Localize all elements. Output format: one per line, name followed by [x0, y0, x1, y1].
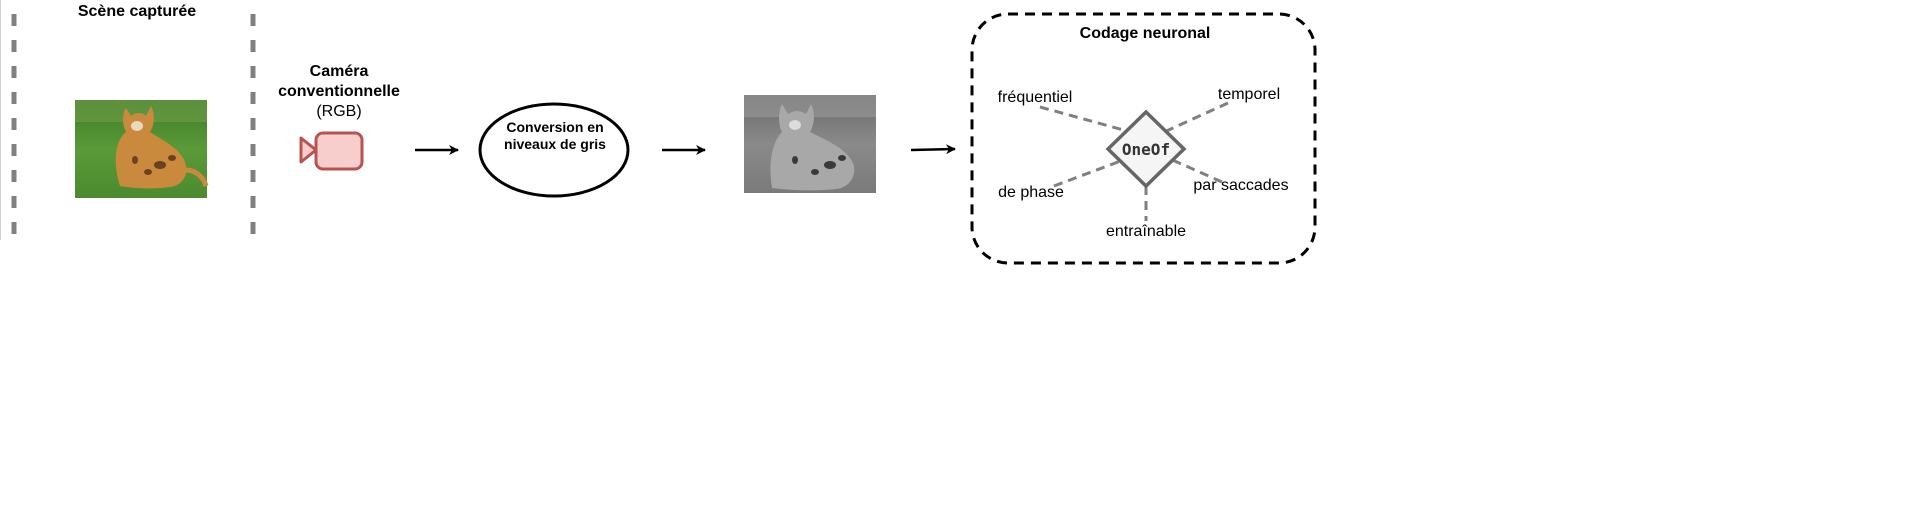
arrow-gray-image-to-coding: [910, 144, 956, 155]
connector-temporal: [1161, 101, 1229, 135]
option-trainable: entraînable: [1106, 223, 1186, 240]
oneof-diamond: [1105, 109, 1187, 189]
coding-dashed-border: [970, 12, 1317, 265]
grayscale-conversion-node: Conversion en niveaux de gris: [478, 102, 630, 198]
conversion-label-line2: niveaux de gris: [504, 136, 606, 152]
connector-burst: [1167, 156, 1223, 184]
scene-title: Scène capturée: [78, 3, 196, 20]
oneof-label: OneOf: [1122, 140, 1170, 159]
connector-phase: [1053, 157, 1127, 188]
camera-group: Caméra conventionnelle (RGB): [278, 63, 400, 171]
option-frequential: fréquentiel: [998, 89, 1073, 106]
connector-frequential: [1039, 105, 1128, 133]
camera-title-line1: Caméra: [310, 63, 369, 80]
camera-title-line2: conventionnelle: [278, 83, 400, 100]
scene-cat-photo: [75, 100, 209, 198]
grayscale-cat-photo: [744, 95, 876, 193]
option-temporal: temporel: [1218, 86, 1280, 103]
coding-title: Codage neuronal: [1080, 25, 1211, 42]
camera-subtitle: (RGB): [316, 103, 361, 120]
option-burst: par saccades: [1193, 177, 1288, 194]
neural-coding-group: Codage neuronal OneOf fréquentiel tempor…: [970, 12, 1317, 265]
option-phase: de phase: [998, 184, 1064, 201]
video-camera-icon: [299, 131, 364, 171]
conversion-ellipse: [478, 102, 630, 198]
scene-group: Scène capturée: [11, 3, 256, 240]
conversion-label-line1: Conversion en: [506, 119, 603, 135]
